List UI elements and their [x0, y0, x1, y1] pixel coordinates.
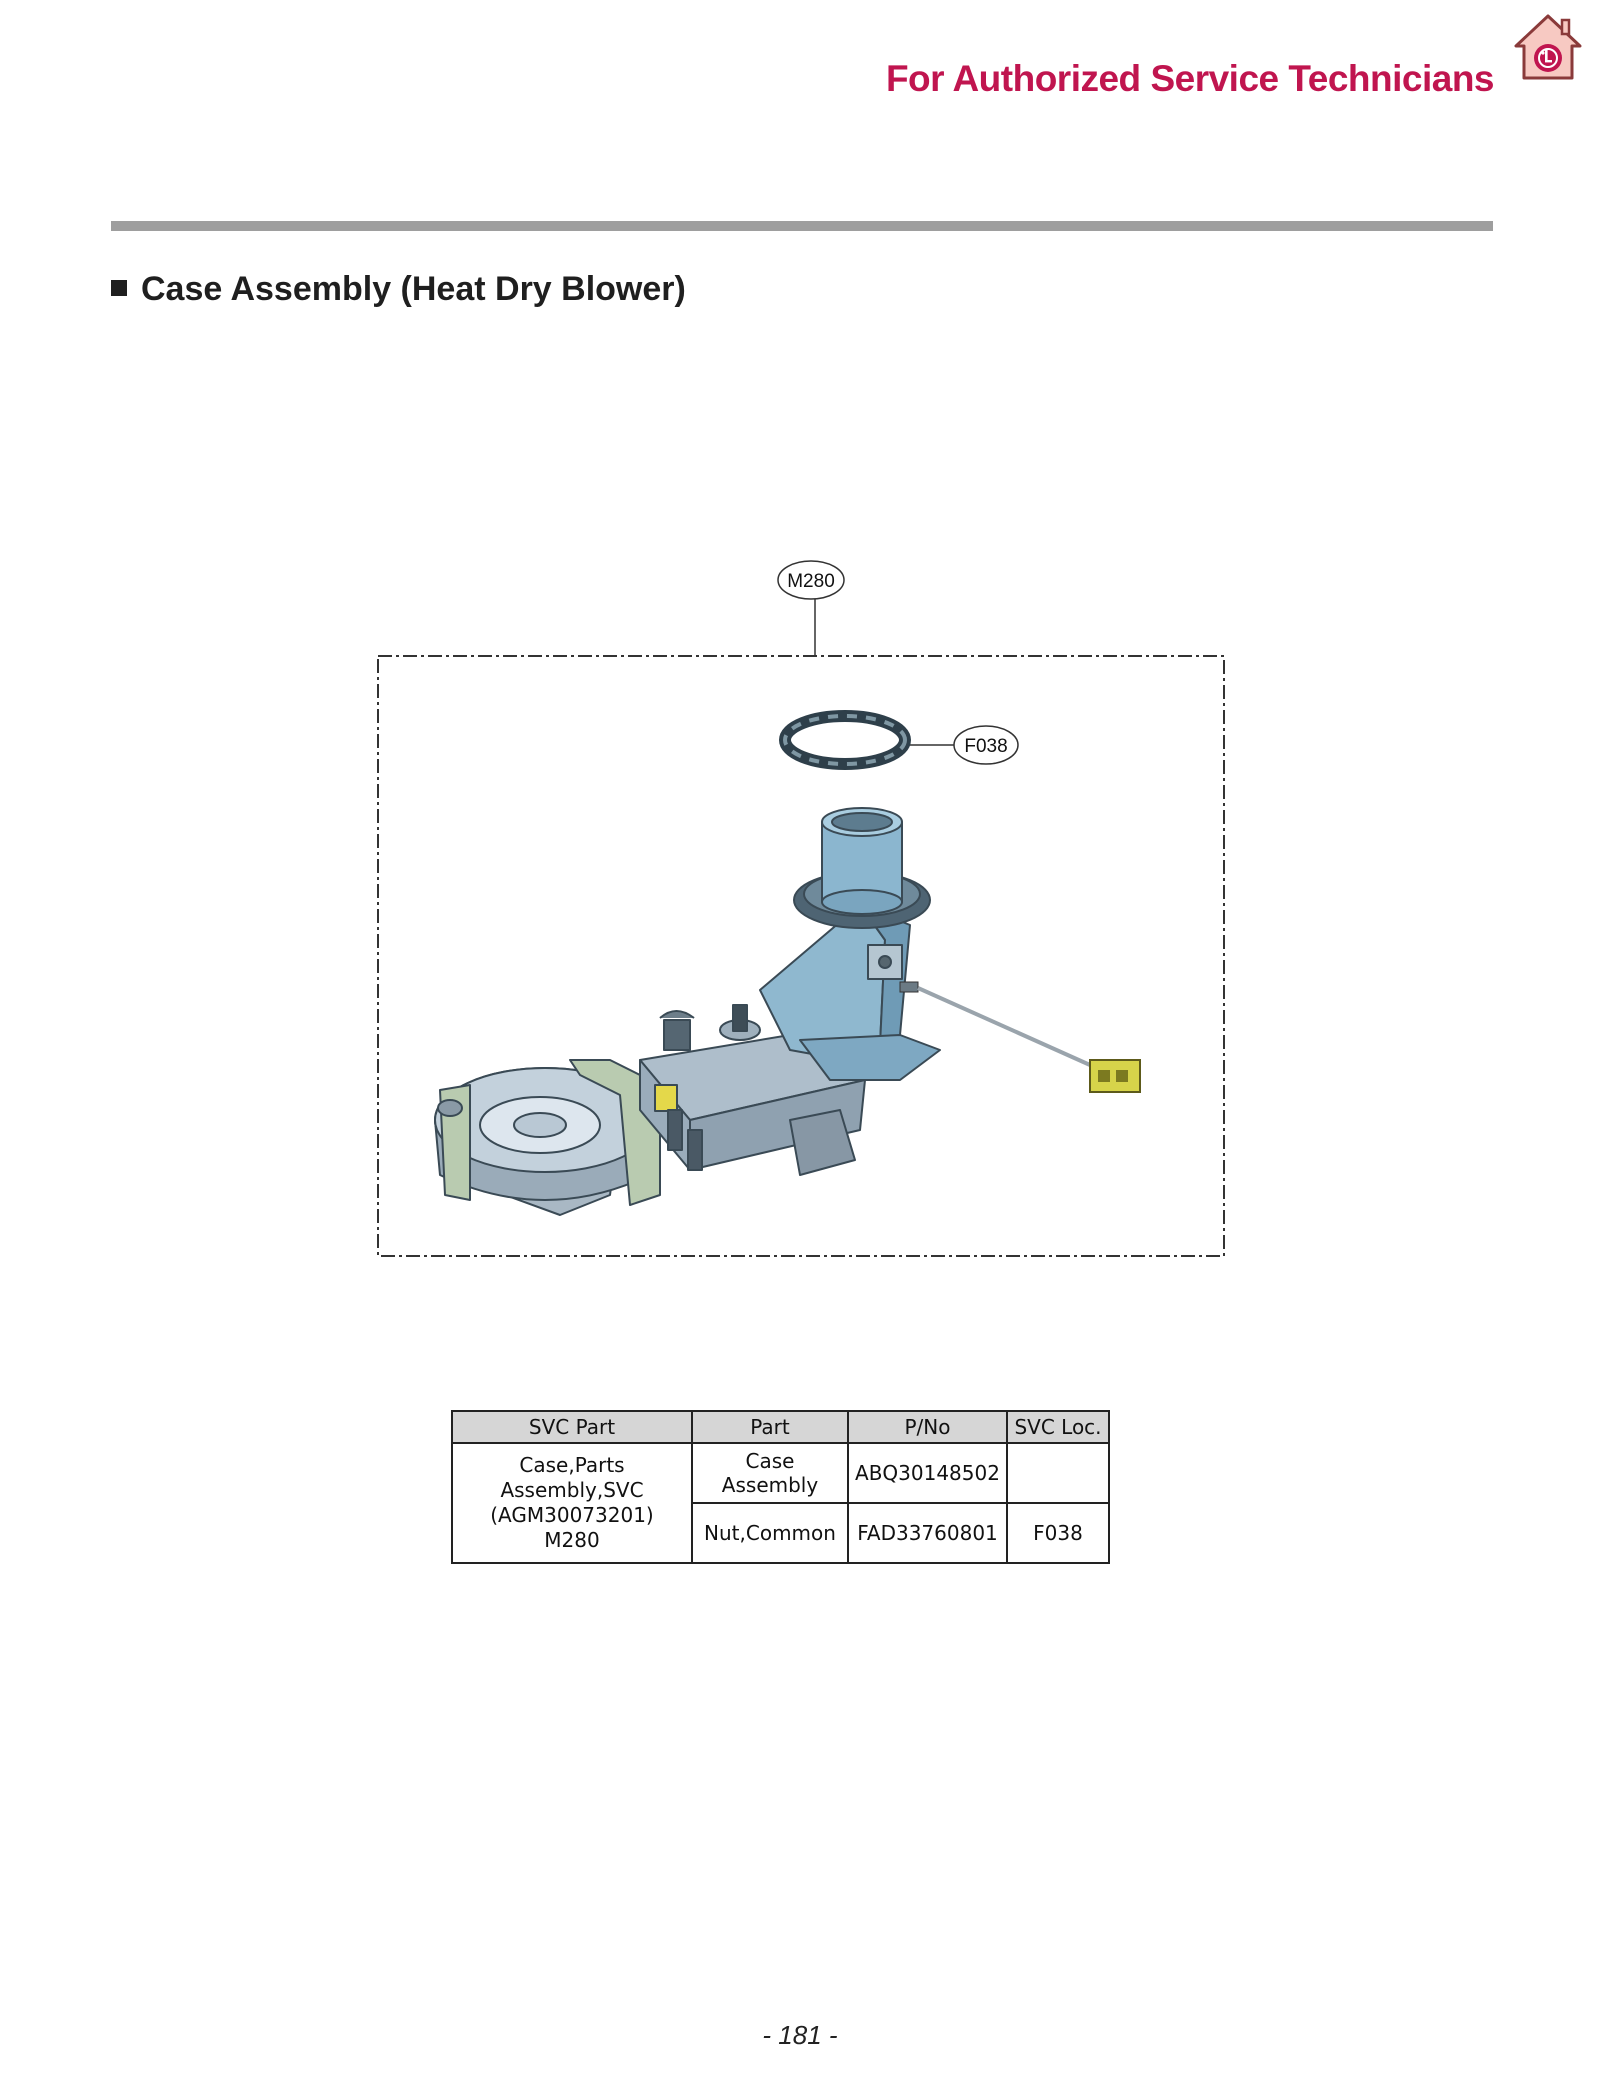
cell-pno: FAD33760801 — [847, 1502, 1008, 1564]
svc-part-name: Case,Parts Assembly,SVC — [500, 1453, 644, 1502]
callout-f038: F038 — [906, 725, 1019, 765]
callout-f038-label: F038 — [964, 736, 1007, 757]
blower-case-assembly-icon — [434, 807, 941, 1216]
assembly-boundary — [377, 655, 1225, 1257]
cell-svc-part: Case,Parts Assembly,SVC (AGM30073201) M2… — [451, 1442, 693, 1564]
cell-pno: ABQ30148502 — [847, 1442, 1008, 1504]
table-header-row: SVC Part Part P/No SVC Loc. — [451, 1410, 1110, 1444]
header-title: For Authorized Service Technicians — [885, 58, 1495, 99]
lg-home-logo-icon — [1514, 14, 1582, 80]
nut-ring-icon — [779, 710, 911, 770]
callout-m280: M280 — [777, 560, 845, 656]
header-svc-part: SVC Part — [451, 1410, 693, 1444]
table-row: Case,Parts Assembly,SVC (AGM30073201) M2… — [451, 1442, 1110, 1564]
square-bullet-icon — [111, 280, 127, 296]
svc-part-location: M280 — [544, 1528, 600, 1552]
header-svc-loc: SVC Loc. — [1006, 1410, 1110, 1444]
svc-part-number: (AGM30073201) — [490, 1503, 654, 1527]
callout-m280-label: M280 — [787, 571, 835, 592]
header-part: Part — [691, 1410, 849, 1444]
header-divider — [111, 221, 1493, 231]
cell-part: Nut,Common — [691, 1502, 849, 1564]
section-title: Case Assembly (Heat Dry Blower) — [111, 270, 686, 309]
table-row: Nut,Common FAD33760801 F038 — [452, 1502, 1110, 1564]
exploded-diagram: M280 F038 — [377, 560, 1225, 1257]
cell-part: Case Assembly — [691, 1442, 849, 1504]
cell-svc-loc: F038 — [1006, 1502, 1110, 1564]
parts-table: SVC Part Part P/No SVC Loc. Case,Parts A… — [451, 1410, 1110, 1564]
wire-harness-icon — [899, 981, 1141, 1093]
header-pno: P/No — [847, 1410, 1008, 1444]
page-number: - 181 - — [762, 2020, 838, 2050]
cell-svc-loc — [1006, 1442, 1110, 1504]
section-title-text: Case Assembly (Heat Dry Blower) — [141, 270, 686, 308]
